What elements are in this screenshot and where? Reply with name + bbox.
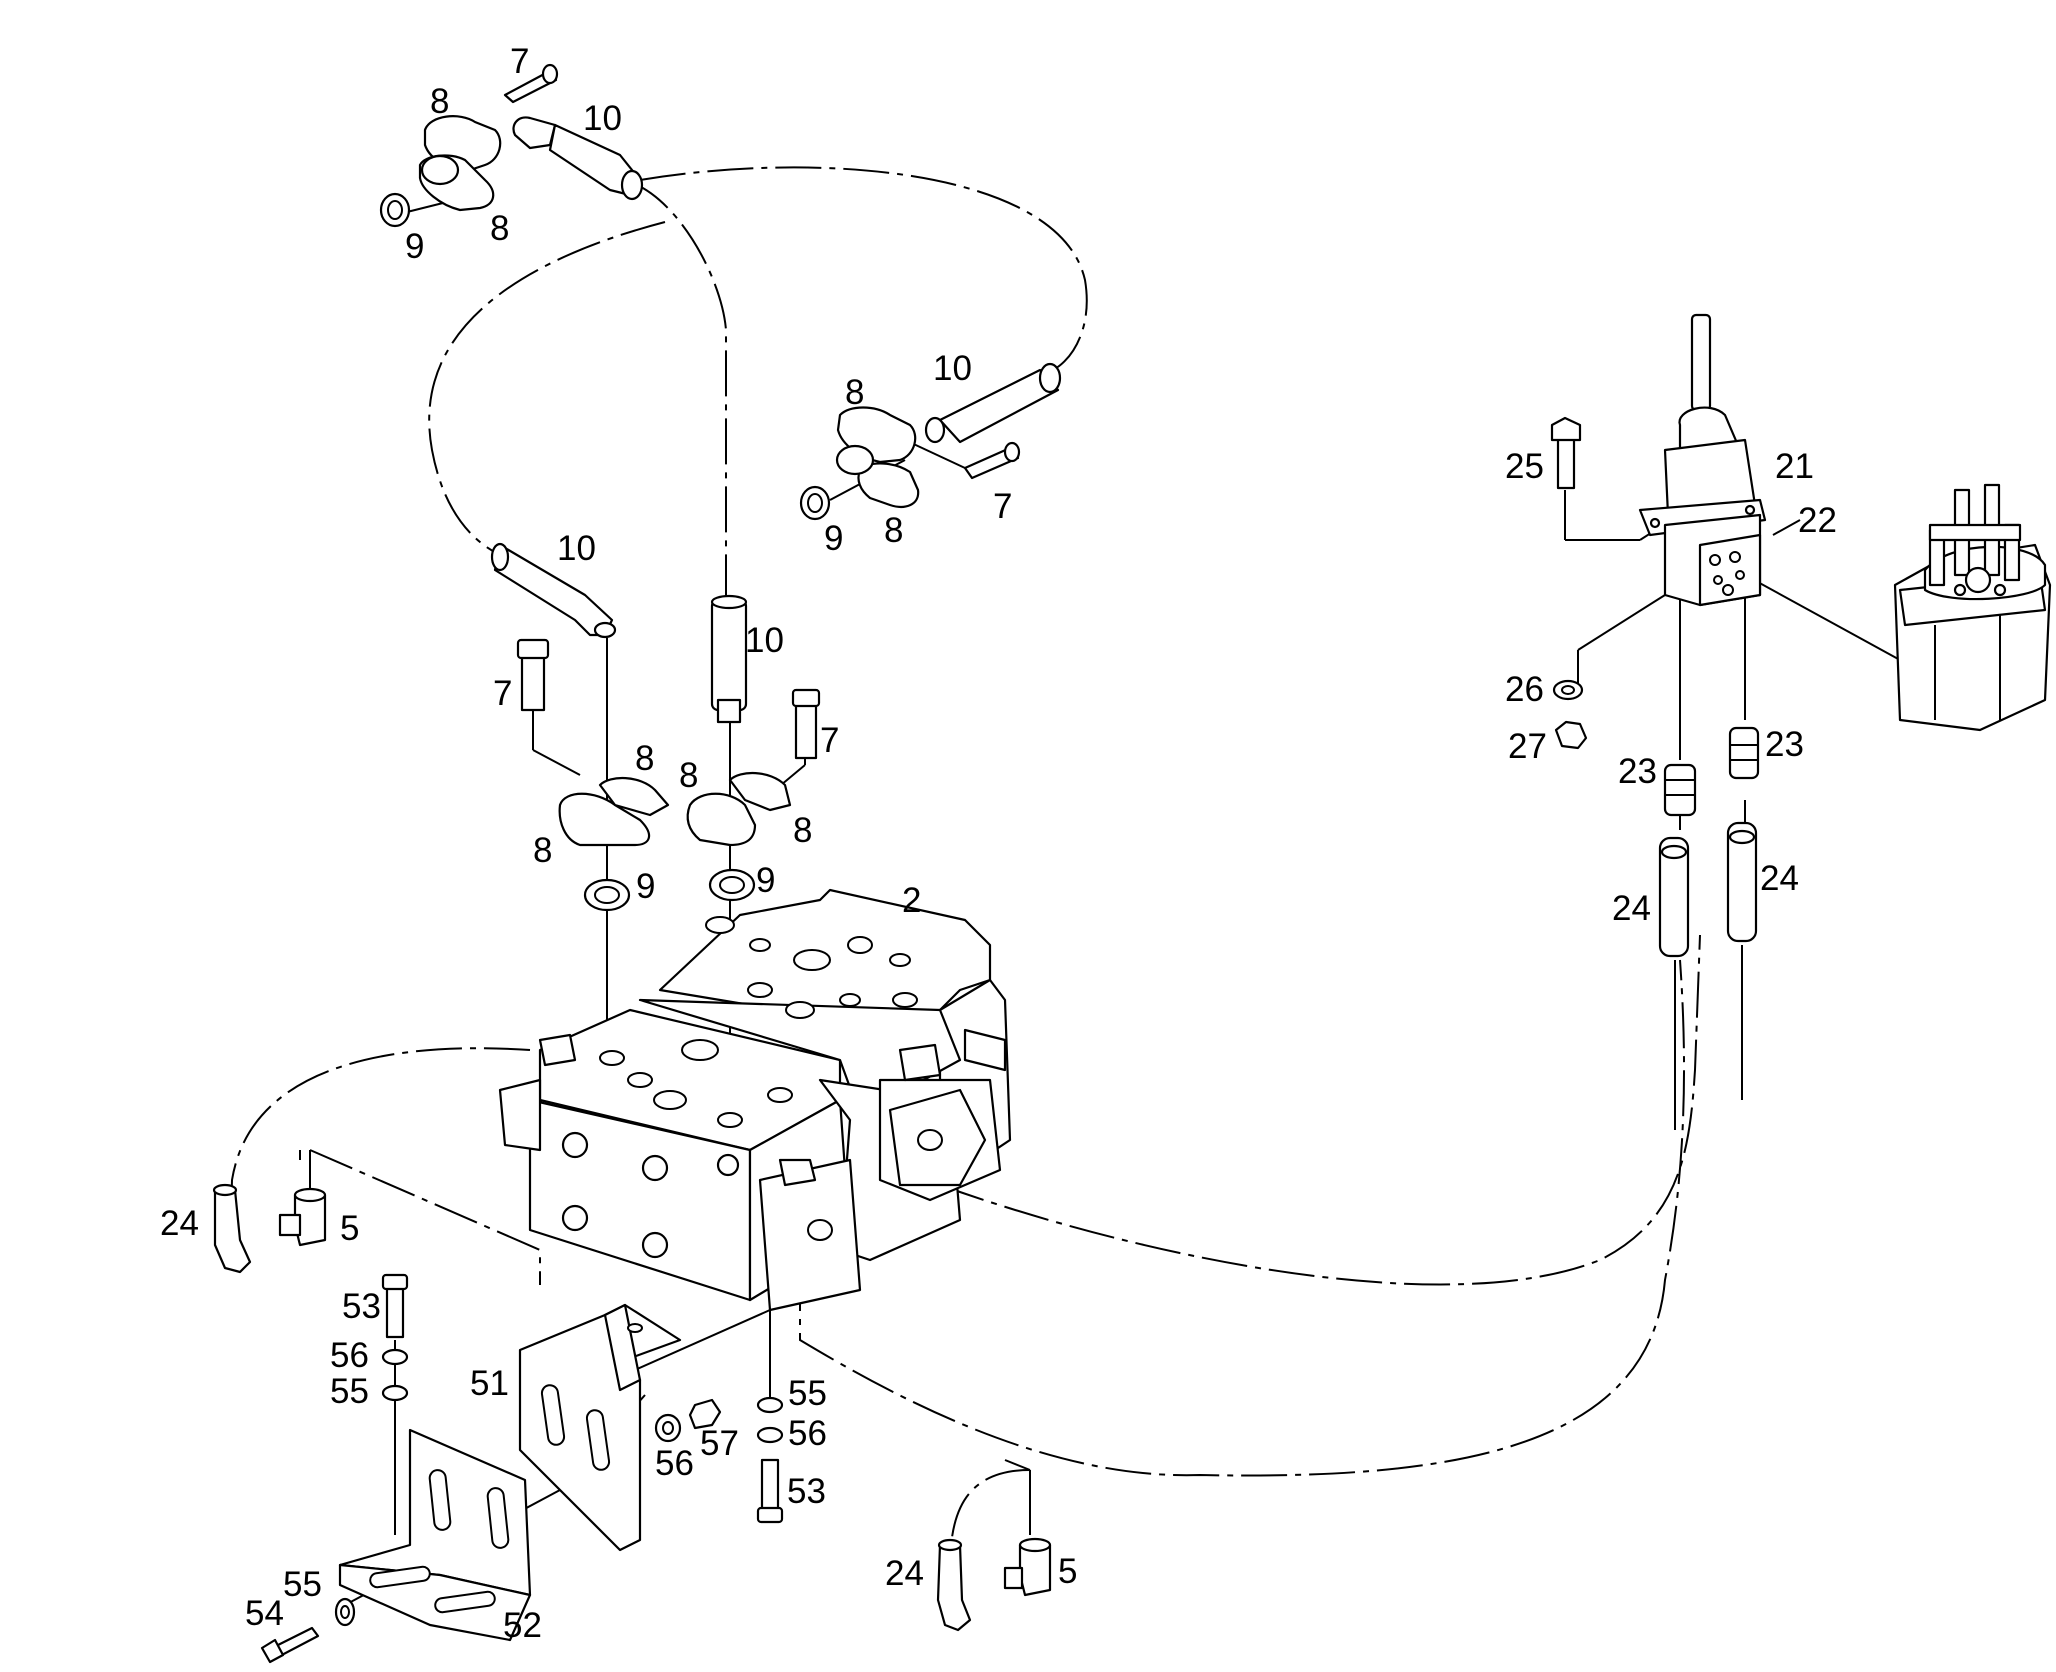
fitting-24-bottom [936, 1538, 972, 1632]
fitting-23-left [1663, 763, 1697, 817]
pump-motor [1893, 483, 2052, 732]
callout-51: 51 [470, 1364, 509, 1403]
callout-8-c: 8 [845, 373, 864, 412]
callout-7-c: 7 [493, 674, 512, 713]
callout-53-a: 53 [342, 1287, 381, 1326]
flange-half-8-ru [728, 771, 792, 812]
callout-55-b: 55 [788, 1374, 827, 1413]
lower-flange-halves [558, 771, 792, 912]
pilot-valve-21-22 [1638, 313, 1767, 607]
callout-24-c: 24 [160, 1204, 199, 1243]
fitting-24-left [212, 1183, 252, 1274]
fitting-5-bottom [1003, 1537, 1052, 1597]
bolt-53-left [385, 1283, 405, 1339]
fittings-23-right [1663, 726, 1760, 817]
callout-57: 57 [700, 1424, 739, 1463]
callout-8-e: 8 [635, 739, 654, 778]
hose-24-right-a [1658, 836, 1690, 958]
callout-10-a: 10 [583, 99, 622, 138]
callout-21: 21 [1775, 447, 1814, 486]
fitting-5-left [278, 1187, 327, 1247]
callout-8-d: 8 [884, 511, 903, 550]
hose-24-right-b [1726, 821, 1758, 943]
callout-10-d: 10 [745, 621, 784, 660]
callout-53-b: 53 [787, 1472, 826, 1511]
bracket-52 [338, 1428, 532, 1642]
callout-23-a: 23 [1618, 752, 1657, 791]
callout-22: 22 [1798, 501, 1837, 540]
callout-55-a: 55 [330, 1372, 369, 1411]
callout-56-a: 56 [330, 1336, 369, 1375]
nut-27 [1554, 720, 1588, 750]
hoses-10-lower [490, 542, 748, 724]
callout-9-d: 9 [756, 861, 775, 900]
callout-24-a: 24 [1612, 889, 1651, 928]
callout-56-b: 56 [788, 1414, 827, 1453]
callout-55-c: 55 [283, 1565, 322, 1604]
callout-8-g: 8 [533, 831, 552, 870]
fitting-23-right [1728, 726, 1760, 780]
callout-9-a: 9 [405, 227, 424, 266]
valve-studs [561, 1131, 740, 1259]
joystick-lever [1690, 313, 1712, 412]
valve-fittings-side [538, 1028, 1007, 1187]
top-flange-assembly [379, 63, 644, 228]
callout-7-d: 7 [820, 721, 839, 760]
callout-56-c: 56 [655, 1444, 694, 1483]
callout-27: 27 [1508, 727, 1547, 766]
washer-55-left [381, 1384, 409, 1402]
bolt-7-right [794, 698, 818, 760]
hoses-24-right [1658, 821, 1758, 958]
callout-2: 2 [902, 881, 921, 920]
flange-half-8-middle-bottom [857, 462, 920, 508]
nut-57 [688, 1398, 722, 1430]
bracket-51 [518, 1303, 682, 1552]
washer-56-right [756, 1426, 784, 1444]
valve-ports [599, 916, 943, 1241]
callout-8-f: 8 [679, 756, 698, 795]
callout-5-b: 5 [1058, 1552, 1077, 1591]
callout-labels: 7 8 10 9 8 8 10 9 8 7 10 10 7 7 8 8 8 8 … [160, 42, 1837, 1645]
control-valve-block-2 [498, 888, 1012, 1312]
hose-routing-lines [229, 166, 1701, 1571]
callout-26: 26 [1505, 670, 1544, 709]
callout-9-c: 9 [636, 867, 655, 906]
flange-half-8-lu [598, 776, 670, 817]
callout-10-b: 10 [933, 349, 972, 388]
callout-10-c: 10 [557, 529, 596, 568]
bolt-53-right [760, 1458, 780, 1514]
callout-25: 25 [1505, 447, 1544, 486]
callout-5-a: 5 [340, 1209, 359, 1248]
flange-half-8-rl [686, 792, 757, 847]
hardware-53-57 [260, 1273, 784, 1664]
washer-55-right [756, 1396, 784, 1414]
hardware-25-27 [1550, 416, 1588, 750]
middle-flange-assembly [799, 362, 1062, 521]
washer-56-left [381, 1348, 409, 1366]
callout-52: 52 [503, 1606, 542, 1645]
flange-half-8-ll [558, 792, 651, 847]
callout-24-b: 24 [1760, 859, 1799, 898]
callout-9-b: 9 [824, 519, 843, 558]
callout-24-d: 24 [885, 1554, 924, 1593]
callout-8-h: 8 [793, 811, 812, 850]
callout-23-b: 23 [1765, 725, 1804, 764]
hose-10-straight [710, 598, 748, 712]
callout-8-b: 8 [490, 209, 509, 248]
hose-10-middle [938, 368, 1060, 444]
bolts-7-valve [516, 638, 821, 760]
callout-7-b: 7 [993, 487, 1012, 526]
callout-54: 54 [245, 1594, 284, 1633]
elbow-fitting-top [512, 116, 557, 150]
callout-7-a: 7 [510, 42, 529, 81]
callout-8-a: 8 [430, 82, 449, 121]
